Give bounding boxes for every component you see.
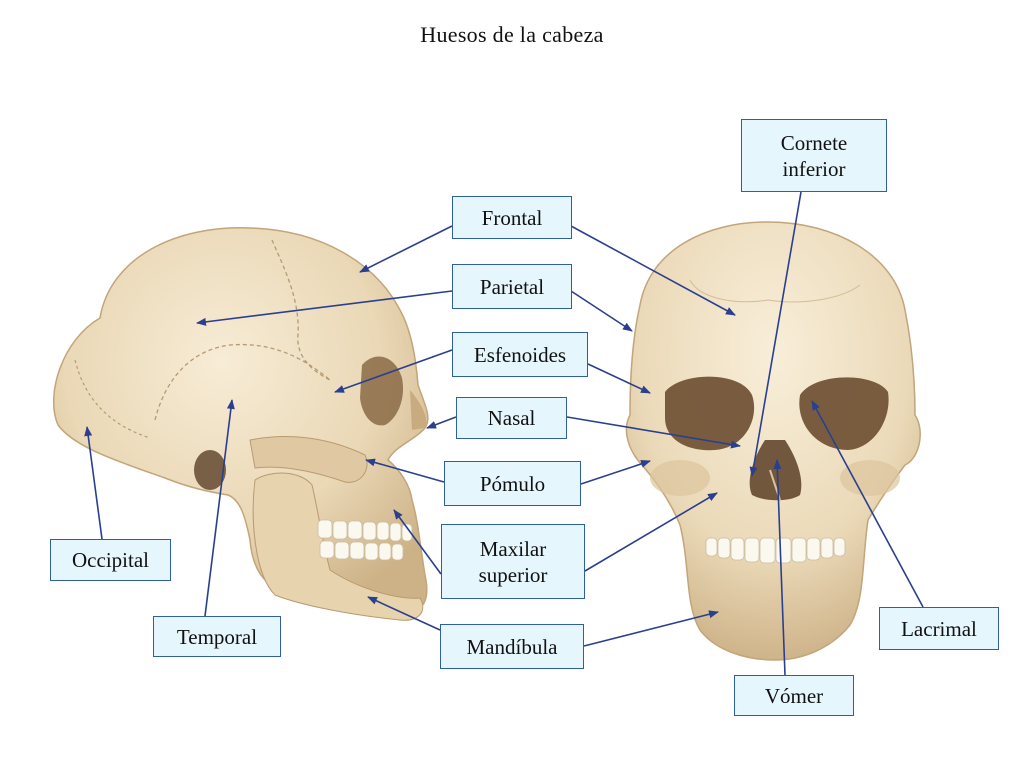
leader-parietal-lateral [196,290,453,326]
label-esfenoides: Esfenoides [452,332,588,377]
leader-frontal-lateral [359,225,453,273]
label-lacrimal: Lacrimal [879,607,999,650]
label-maxilar-superior: Maxilar superior [441,524,585,599]
label-nasal: Nasal [456,397,567,439]
leader-parietal-front [570,290,633,332]
leader-vomer [773,459,786,676]
leader-maxilar-lateral [393,509,442,575]
leader-nasal-front [566,416,741,449]
label-cornete-inferior: Cornete inferior [741,119,887,192]
leader-mandibula-front [583,610,719,647]
leader-cornete [749,191,802,477]
leader-frontal-front [570,225,736,316]
leader-maxilar-front [584,492,718,572]
label-parietal: Parietal [452,264,572,309]
label-mandibula: Mandíbula [440,624,584,669]
leader-nasal-lateral [426,416,457,429]
label-pomulo: Pómulo [444,461,581,506]
label-temporal: Temporal [153,616,281,657]
label-vomer: Vómer [734,675,854,716]
lateral-skull [52,227,429,621]
label-frontal: Frontal [452,196,572,239]
frontal-skull [625,221,921,661]
leader-occipital [84,426,103,540]
leader-esfenoides-front [587,363,651,394]
leader-lacrimal [811,400,924,608]
leader-esfenoides-lateral [334,349,453,393]
page-title: Huesos de la cabeza [420,22,604,47]
leader-pomulo-lateral [365,458,445,483]
leader-pomulo-front [580,460,651,485]
leader-temporal [204,399,235,617]
leader-mandibula-lateral [367,596,441,631]
label-occipital: Occipital [50,539,171,581]
leader-lines [84,191,924,676]
